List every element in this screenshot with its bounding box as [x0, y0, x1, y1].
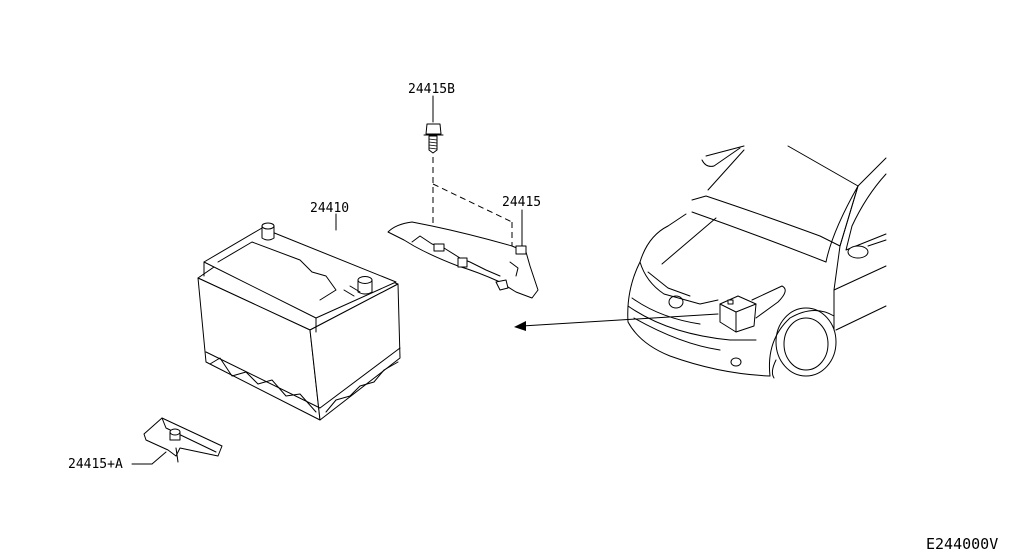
bracket-24415 [387, 221, 539, 299]
figure-code: E244000V [926, 535, 998, 553]
label-24415: 24415 [502, 195, 541, 210]
label-24415b: 24415B [408, 82, 455, 97]
leader-hold-down-2 [151, 451, 167, 465]
battery-24410 [197, 222, 401, 421]
label-24410: 24410 [310, 201, 349, 216]
bolt-24415b [423, 123, 444, 154]
pointer-arrow [514, 313, 719, 331]
car-front-view [627, 145, 887, 379]
label-24415a: 24415+A [68, 457, 123, 472]
hold-down-24415a [143, 417, 223, 463]
